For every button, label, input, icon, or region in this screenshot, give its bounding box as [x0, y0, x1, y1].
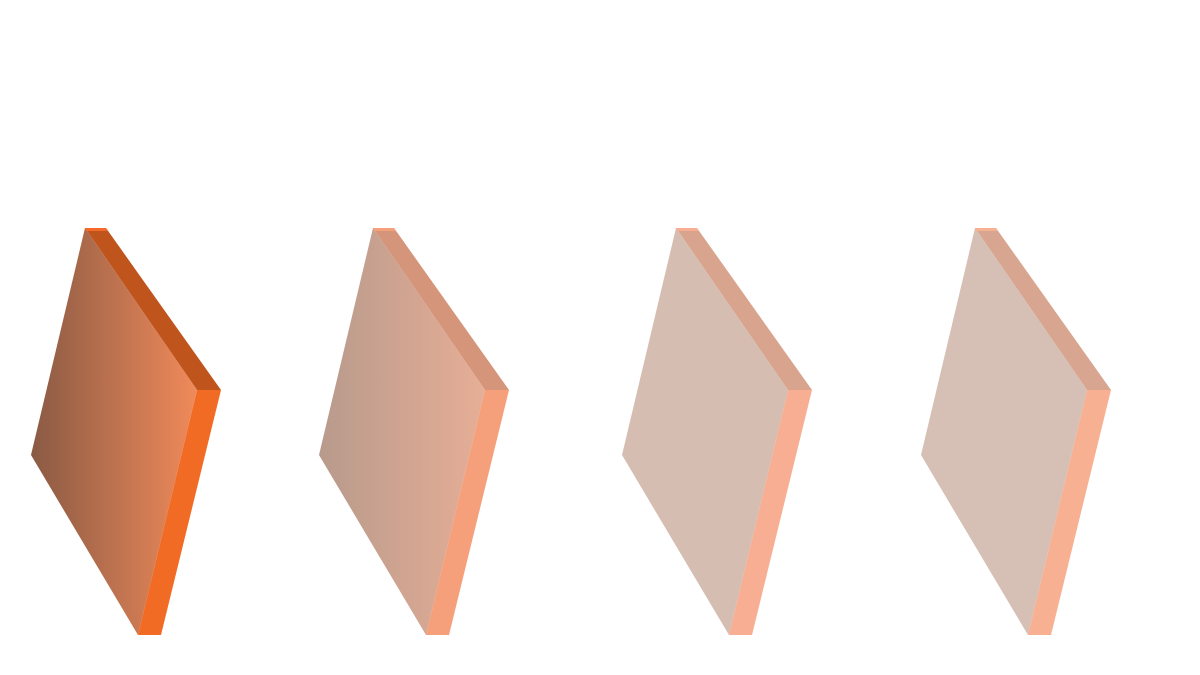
tile-face [622, 228, 788, 635]
tile-2 [319, 228, 509, 635]
tile-top-edge [373, 228, 509, 390]
tile-4 [921, 228, 1111, 635]
tile-1 [31, 228, 221, 635]
tile-face [319, 228, 485, 635]
tile-top-cap [676, 228, 699, 231]
tile-top-edge [85, 228, 221, 390]
tile-side-edge [138, 390, 221, 635]
tile-face [921, 228, 1087, 635]
tile-face [31, 228, 197, 635]
tile-top-cap [975, 228, 998, 231]
tile-top-cap [85, 228, 108, 231]
tile-side-edge [729, 390, 812, 635]
tile-top-cap [373, 228, 396, 231]
tile-top-edge [676, 228, 812, 390]
tile-3 [622, 228, 812, 635]
tile-top-edge [975, 228, 1111, 390]
tile-side-edge [1028, 390, 1111, 635]
tile-side-edge [426, 390, 509, 635]
